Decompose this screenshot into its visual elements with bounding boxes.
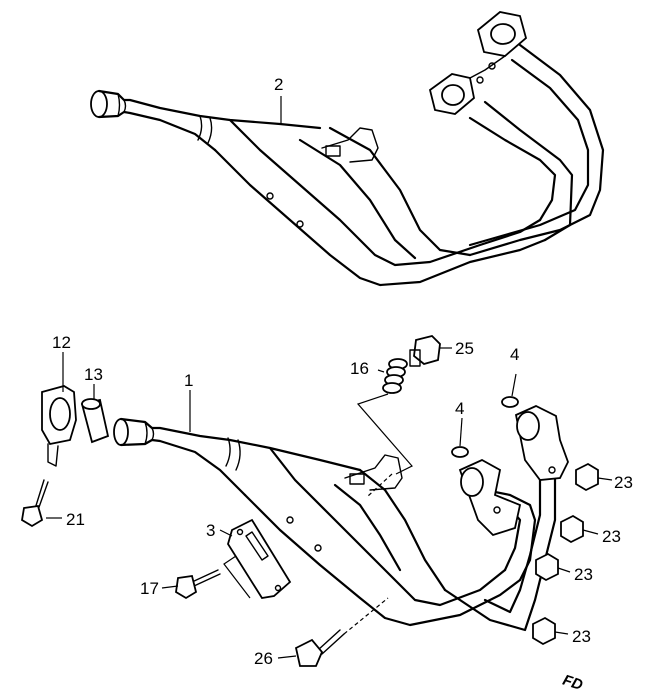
nut-part-23-d (532, 616, 556, 646)
gasket-part-13 (80, 398, 110, 444)
callout-23-c: 23 (574, 565, 593, 584)
corner-code: FD (560, 672, 584, 694)
washer-part-4-lower (451, 446, 469, 458)
nut-part-23-c (535, 552, 559, 582)
callout-26: 26 (254, 649, 273, 668)
callout-13: 13 (84, 365, 103, 384)
washer-part-4-upper (501, 396, 519, 408)
exhaust-pipe-assembly-bottom (113, 405, 569, 632)
callout-23-a: 23 (614, 473, 633, 492)
callout-4-lower: 4 (455, 399, 464, 418)
callout-4-upper: 4 (510, 345, 519, 364)
callout-1: 1 (184, 371, 193, 390)
nut-part-23-b (560, 514, 584, 544)
bolt-part-25 (409, 335, 441, 367)
callout-2: 2 (274, 75, 283, 94)
spring-part-16 (382, 358, 408, 394)
callout-21: 21 (66, 510, 85, 529)
leader-lines (46, 96, 613, 659)
bolt-part-21 (21, 479, 49, 528)
exhaust-pipe-assembly-top (90, 11, 605, 287)
callout-16: 16 (350, 359, 369, 378)
callout-23-b: 23 (602, 527, 621, 546)
callout-17: 17 (140, 579, 159, 598)
joint-collar-part-12 (41, 385, 77, 467)
gasket-plate-part-3 (227, 518, 292, 599)
bolt-part-26 (294, 629, 345, 667)
bolt-part-17 (175, 569, 221, 600)
nut-part-23-a (575, 462, 599, 492)
callout-25: 25 (455, 339, 474, 358)
callout-3: 3 (206, 521, 215, 540)
callout-23-d: 23 (572, 627, 591, 646)
callout-12: 12 (52, 333, 71, 352)
